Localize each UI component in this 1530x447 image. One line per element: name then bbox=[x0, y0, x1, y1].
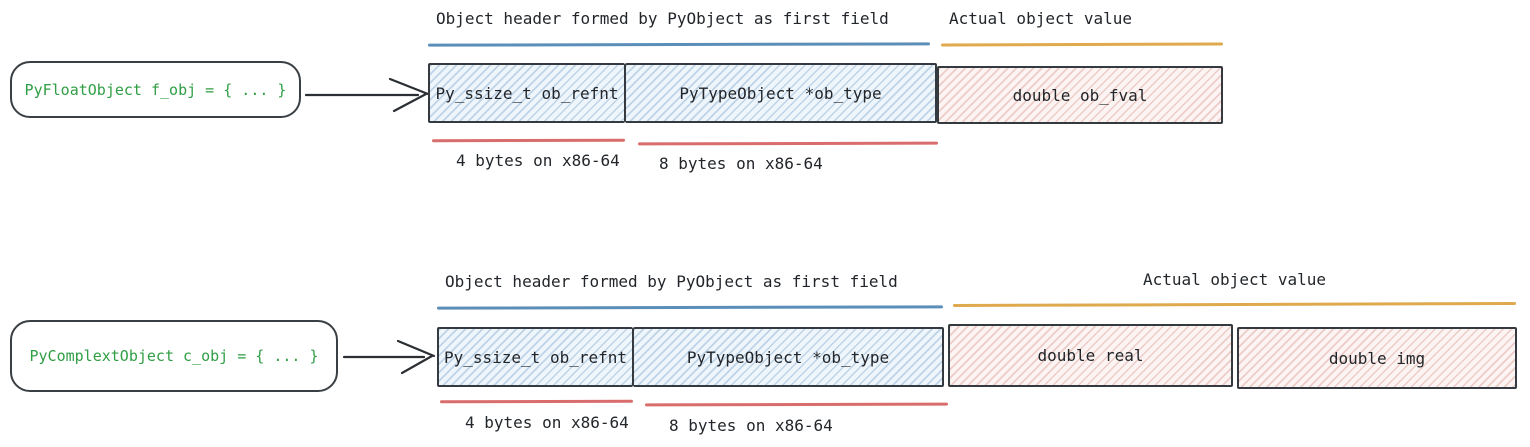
size-underline-8b-row1 bbox=[637, 141, 939, 146]
pycomplex-source-label: PyComplextObject c_obj = { ... } bbox=[29, 347, 319, 365]
pyfloat-source-box: PyFloatObject f_obj = { ... } bbox=[10, 61, 301, 118]
size-note-8b-row2: 8 bytes on x86-64 bbox=[669, 416, 833, 435]
header-section-label-row1: Object header formed by PyObject as firs… bbox=[436, 9, 889, 28]
size-note-8b-row1: 8 bytes on x86-64 bbox=[659, 154, 823, 173]
value-underline-row1 bbox=[940, 42, 1224, 47]
cell-ob-type-label-row1: PyTypeObject *ob_type bbox=[679, 83, 882, 103]
header-underline-row1 bbox=[427, 42, 931, 47]
pyfloat-source-label: PyFloatObject f_obj = { ... } bbox=[24, 80, 287, 99]
size-underline-8b-row2 bbox=[644, 402, 949, 407]
header-section-label-row2: Object header formed by PyObject as firs… bbox=[445, 272, 898, 291]
cell-ob-refnt-label-row1: Py_ssize_t ob_refnt bbox=[435, 83, 619, 103]
cell-ob-refnt-row1: Py_ssize_t ob_refnt bbox=[428, 63, 625, 123]
header-underline-row2 bbox=[436, 305, 944, 310]
value-section-label-row1: Actual object value bbox=[949, 9, 1133, 28]
cell-double-img-label-row2: double img bbox=[1328, 348, 1426, 368]
cell-ob-type-row2: PyTypeObject *ob_type bbox=[633, 327, 944, 387]
cell-ob-refnt-row2: Py_ssize_t ob_refnt bbox=[437, 327, 633, 387]
cell-ob-refnt-label-row2: Py_ssize_t ob_refnt bbox=[443, 347, 628, 367]
cell-ob-fval-label-row1: double ob_fval bbox=[1012, 85, 1148, 105]
cell-ob-type-row1: PyTypeObject *ob_type bbox=[625, 63, 937, 123]
size-note-4b-row2: 4 bytes on x86-64 bbox=[465, 413, 629, 432]
cell-double-real-row2: double real bbox=[948, 324, 1233, 387]
arrow-pyfloat-to-layout bbox=[304, 77, 430, 113]
value-underline-row2 bbox=[952, 302, 1517, 307]
size-underline-4b-row2 bbox=[439, 399, 634, 404]
size-note-4b-row1: 4 bytes on x86-64 bbox=[456, 151, 620, 170]
cell-ob-type-label-row2: PyTypeObject *ob_type bbox=[686, 347, 890, 367]
pycomplex-source-box: PyComplextObject c_obj = { ... } bbox=[10, 320, 338, 392]
arrow-pycomplex-to-layout bbox=[342, 339, 436, 375]
size-underline-4b-row1 bbox=[431, 138, 626, 143]
value-section-label-row2: Actual object value bbox=[1142, 270, 1327, 289]
cell-double-real-label-row2: double real bbox=[1037, 346, 1144, 365]
cell-double-img-row2: double img bbox=[1237, 327, 1517, 389]
cell-ob-fval-row1: double ob_fval bbox=[937, 66, 1223, 124]
